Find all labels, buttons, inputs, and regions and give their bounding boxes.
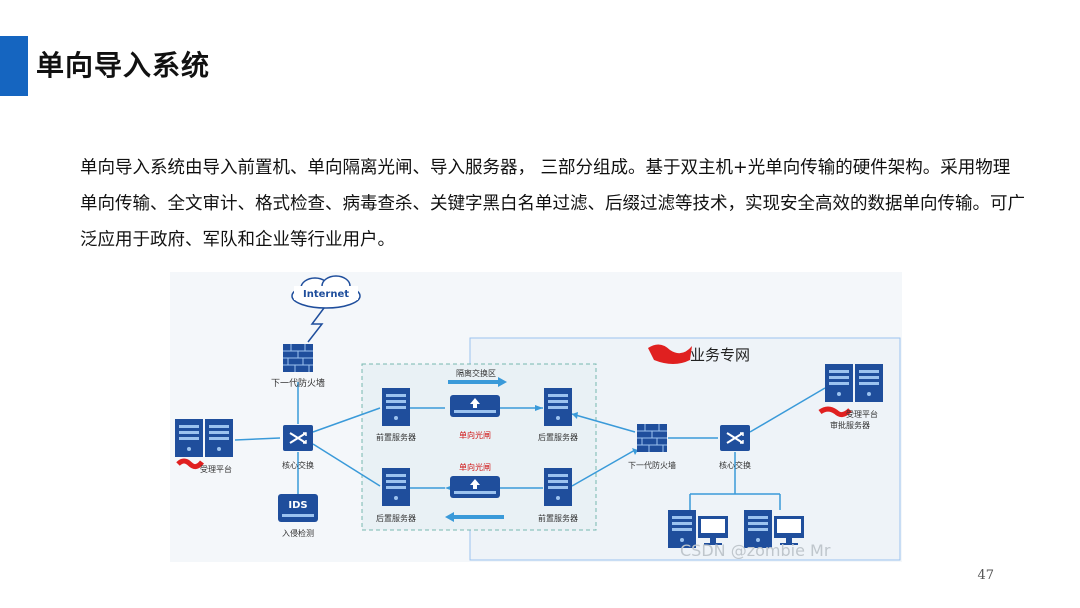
network-diagram: Internet 下一代防火墙 受理平台 核心交换 IDS 入侵检测 前置服务器… xyxy=(170,272,902,562)
description-paragraph: 单向导入系统由导入前置机、单向隔离光闸、导入服务器， 三部分组成。基于双主机+光… xyxy=(80,158,1025,250)
ids-device-icon: IDS xyxy=(278,494,318,522)
front-server-bottom-right-label: 前置服务器 xyxy=(538,513,578,523)
approval-server-label-1: 受理平台 xyxy=(846,409,878,419)
core-switch-right-label: 核心交换 xyxy=(719,460,751,470)
back-server-top-right-label: 后置服务器 xyxy=(538,432,578,442)
front-server-top-label: 前置服务器 xyxy=(376,432,416,442)
redaction-mark xyxy=(176,458,204,470)
internet-cloud-icon: Internet xyxy=(291,275,361,309)
firewall-right-label: 下一代防火墙 xyxy=(628,460,676,470)
internet-label: Internet xyxy=(303,289,349,300)
firewall-right-icon xyxy=(636,423,668,453)
core-switch-right-icon xyxy=(719,424,751,452)
acceptance-server-icon xyxy=(205,419,233,457)
network-links xyxy=(234,382,826,510)
redaction-mark xyxy=(818,406,852,418)
isolation-zone-label: 隔离交换区 xyxy=(456,368,496,378)
one-way-gap-top-icon xyxy=(450,395,500,417)
approval-server-icon xyxy=(825,364,853,402)
one-way-gap-bottom-label: 单向光闸 xyxy=(459,462,491,472)
back-server-bottom-left-icon xyxy=(382,468,410,506)
ids-label: 入侵检测 xyxy=(282,528,314,538)
lightning-link-icon xyxy=(307,307,325,343)
redaction-mark xyxy=(648,344,692,364)
acceptance-server-icon xyxy=(175,419,203,457)
core-switch-left-label: 核心交换 xyxy=(282,460,314,470)
back-server-top-right-icon xyxy=(544,388,572,426)
firewall-left-label: 下一代防火墙 xyxy=(271,377,325,389)
ids-badge: IDS xyxy=(288,500,307,511)
title-accent-bar xyxy=(0,36,28,96)
approval-server-icon xyxy=(855,364,883,402)
business-net-label: 业务专网 xyxy=(690,346,750,364)
one-way-arrow-left-icon xyxy=(445,512,504,522)
one-way-arrow-right-icon xyxy=(448,377,507,387)
watermark: CSDN @zombie Mr xyxy=(680,541,831,560)
one-way-gap-bottom-icon xyxy=(450,476,500,498)
one-way-gap-top-label: 单向光闸 xyxy=(459,430,491,440)
acceptance-platform-label: 受理平台 xyxy=(200,464,232,474)
core-switch-left-icon xyxy=(282,424,314,452)
approval-server-label-2: 审批服务器 xyxy=(830,420,870,430)
firewall-left-icon xyxy=(282,343,314,373)
front-server-top-icon xyxy=(382,388,410,426)
front-server-bottom-right-icon xyxy=(544,468,572,506)
page-number: 47 xyxy=(977,568,994,583)
back-server-bottom-left-label: 后置服务器 xyxy=(376,513,416,523)
page-title: 单向导入系统 xyxy=(36,49,211,82)
